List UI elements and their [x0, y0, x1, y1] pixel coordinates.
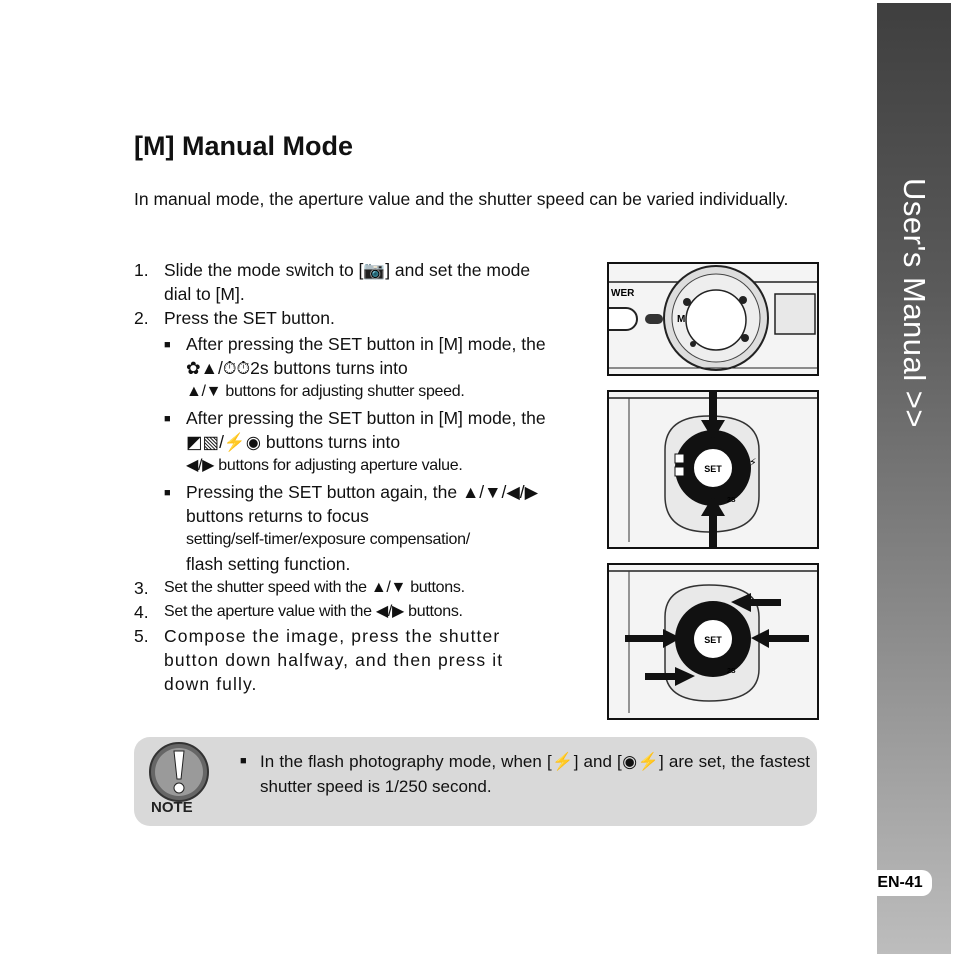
- page-number: EN-41: [868, 870, 932, 896]
- bullet-item: ■ Pressing the SET button again, the ▲/▼…: [164, 480, 551, 576]
- bullet-text: setting/self-timer/exposure compensation…: [186, 531, 470, 548]
- square-bullet-icon: ■: [164, 487, 171, 499]
- dial-mode-label: M: [677, 314, 685, 325]
- mode-dial-illustration: WER M: [607, 262, 819, 376]
- step-number: 5.: [134, 626, 149, 646]
- bullet-text: Pressing the SET button again, the ▲/▼/◀…: [186, 482, 539, 526]
- square-bullet-icon: ■: [164, 413, 171, 425]
- bullet-text: ◀/▶ buttons for adjusting aperture value…: [186, 457, 463, 474]
- step-number: 1.: [134, 260, 149, 280]
- note-content: ■ In the flash photography mode, when [⚡…: [240, 749, 810, 799]
- step-text: Compose the image, press the shutter but…: [164, 626, 504, 694]
- bullet-item: ■ After pressing the SET button in [M] m…: [164, 406, 551, 478]
- step-1: 1. Slide the mode switch to [📷] and set …: [134, 258, 551, 306]
- steps-list: 1. Slide the mode switch to [📷] and set …: [134, 258, 551, 696]
- bullet-item: ■ After pressing the SET button in [M] m…: [164, 332, 551, 404]
- step-4: 4. Set the aperture value with the ◀/▶ b…: [134, 600, 551, 624]
- intro-paragraph: In manual mode, the aperture value and t…: [134, 189, 789, 209]
- note-label: NOTE: [151, 799, 193, 816]
- step-2: 2. Press the SET button.: [134, 306, 551, 330]
- set-button-label: SET: [704, 635, 722, 645]
- step-text: Slide the mode switch to [📷] and set the…: [164, 260, 531, 304]
- square-bullet-icon: ■: [164, 339, 171, 351]
- exclamation-icon: [149, 742, 209, 802]
- step-text: Set the aperture value with the ◀/▶ butt…: [164, 603, 463, 620]
- square-bullet-icon: ■: [240, 755, 247, 767]
- bullet-text: After pressing the SET button in [M] mod…: [186, 408, 546, 452]
- self-timer-label: 2S: [727, 497, 736, 504]
- step-text: Press the SET button.: [164, 308, 335, 328]
- sidebar-title: User's Manual >>: [897, 178, 932, 428]
- note-text: In the flash photography mode, when [⚡] …: [260, 752, 810, 796]
- bullet-text: ▲/▼ buttons for adjusting shutter speed.: [186, 383, 465, 400]
- flash-icon: ⚡: [749, 456, 757, 469]
- power-label: WER: [611, 288, 635, 299]
- step-3: 3. Set the shutter speed with the ▲/▼ bu…: [134, 576, 551, 600]
- bullet-text: flash setting function.: [186, 554, 351, 574]
- sidebar-tab: User's Manual >>: [877, 3, 951, 954]
- note-box: NOTE ■ In the flash photography mode, wh…: [134, 737, 817, 826]
- shutter-speed-buttons-illustration: SET ⚡ 2S: [607, 390, 819, 549]
- step-text: Set the shutter speed with the ▲/▼ butto…: [164, 579, 465, 596]
- bullet-text: After pressing the SET button in [M] mod…: [186, 334, 546, 378]
- self-timer-label: 2S: [727, 668, 736, 675]
- aperture-buttons-illustration: SET 2S: [607, 563, 819, 720]
- step-number: 2.: [134, 308, 149, 328]
- step-5: 5. Compose the image, press the shutter …: [134, 624, 551, 696]
- set-button-label: SET: [704, 464, 722, 474]
- step-number: 3.: [134, 578, 149, 598]
- step-number: 4.: [134, 602, 149, 622]
- page-title: [M] Manual Mode: [134, 131, 353, 161]
